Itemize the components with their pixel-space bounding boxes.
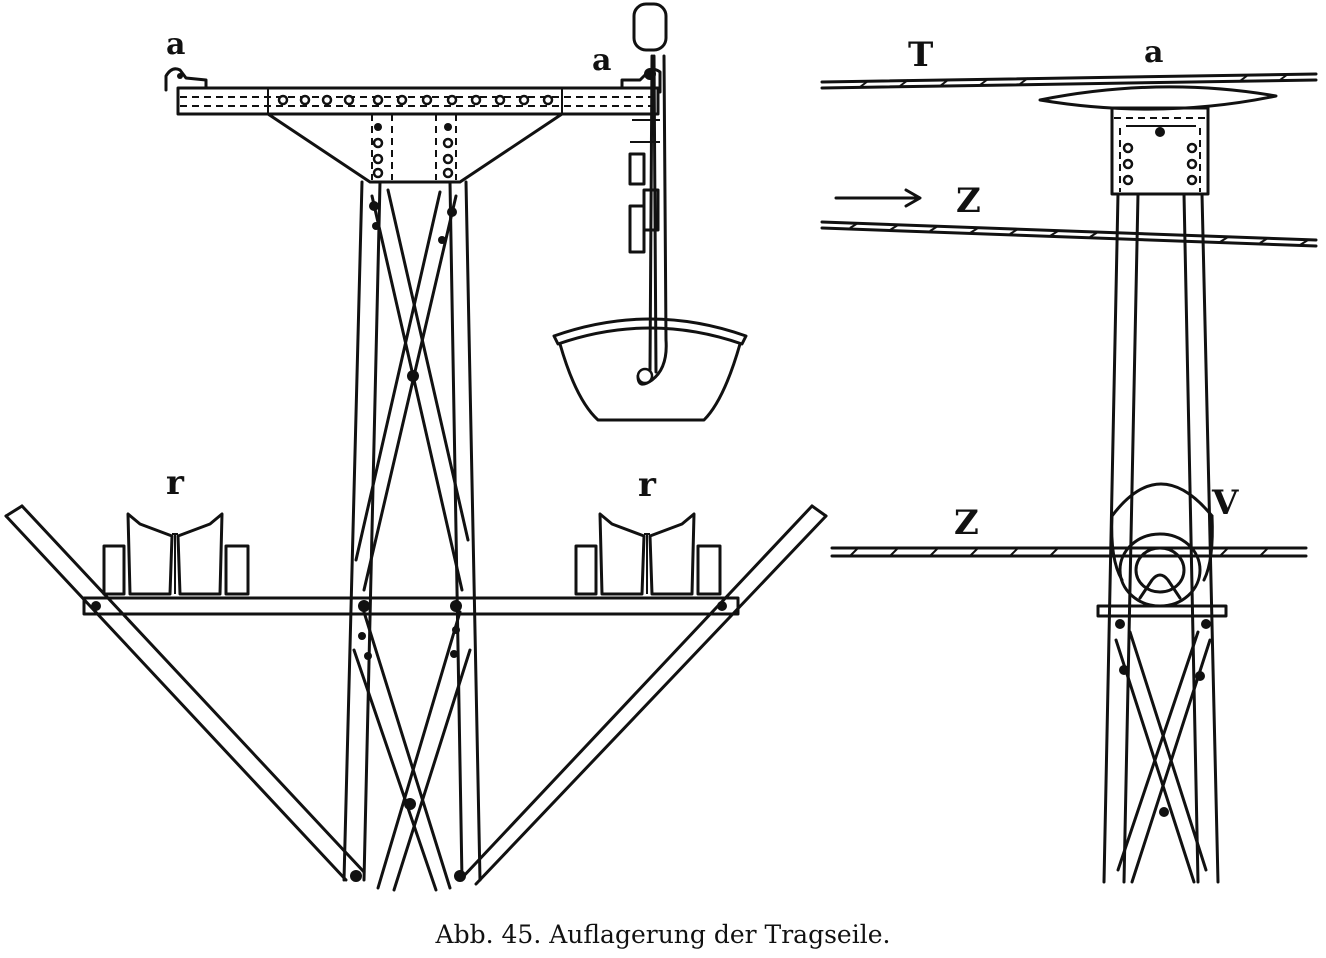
tower-front-view [4,2,828,892]
hanging-bucket [552,2,748,422]
rope-saddle [1038,85,1278,196]
label-a-side: a [1144,35,1164,70]
cable-support-drawing [4,2,1318,892]
hauling-rope-Z-upper [820,220,1318,248]
label-Z-upper: Z [956,181,981,221]
support-roller-left [102,512,250,596]
side-view-legs [1102,192,1220,884]
label-a-left: a [166,27,186,62]
diagonal-strut-right [458,504,828,886]
hauling-rope-Z-lower [830,546,1308,558]
crossbeam-rivets [277,94,554,179]
guide-pulley-V [1110,482,1214,608]
label-r-left: r [166,463,184,503]
carrying-rope-T [820,72,1318,90]
tower-rivets [350,201,466,882]
upper-x-bracing [354,188,470,592]
direction-arrow [834,188,922,208]
roller-console-beam [82,596,740,616]
side-view-crossbar [1096,604,1228,629]
label-a-right: a [592,43,612,78]
label-Z-lower: Z [954,503,979,543]
support-roller-right [574,512,722,596]
top-crossbeam [176,86,660,184]
diagonal-strut-left [4,504,366,882]
label-T: T [908,35,934,75]
cable-clamp-left [164,67,208,92]
side-view-bracing [1114,630,1212,884]
label-V: V [1212,483,1239,523]
tower-legs [342,180,482,882]
label-r-right: r [638,465,656,505]
lower-x-bracing [352,610,472,892]
tower-side-view [820,72,1318,884]
figure-caption: Abb. 45. Auflagerung der Tragseile. [435,920,891,949]
